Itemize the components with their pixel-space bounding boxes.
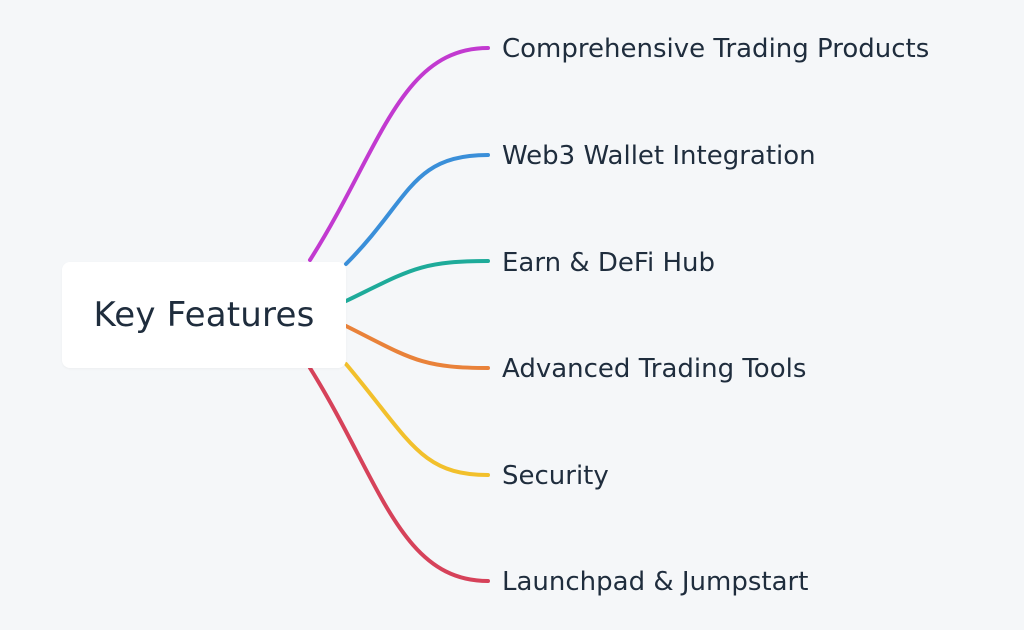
- connector-comprehensive-trading-products: [308, 46, 490, 262]
- connector-advanced-trading-tools: [344, 324, 490, 370]
- branch-advanced-trading-tools[interactable]: Advanced Trading Tools: [502, 354, 807, 384]
- root-node-label: Key Features: [93, 295, 315, 335]
- connector-launchpad-jumpstart: [308, 366, 490, 583]
- connector-security: [344, 362, 490, 477]
- branch-comprehensive-trading-products[interactable]: Comprehensive Trading Products: [502, 34, 930, 64]
- connector-earn-defi-hub: [344, 259, 490, 303]
- connector-web3-wallet-integration: [344, 153, 490, 266]
- branch-web3-wallet-integration[interactable]: Web3 Wallet Integration: [502, 141, 816, 171]
- branch-launchpad-jumpstart[interactable]: Launchpad & Jumpstart: [502, 567, 809, 597]
- branch-earn-defi-hub[interactable]: Earn & DeFi Hub: [502, 248, 715, 278]
- branch-security[interactable]: Security: [502, 461, 609, 491]
- root-node[interactable]: Key Features: [62, 262, 346, 368]
